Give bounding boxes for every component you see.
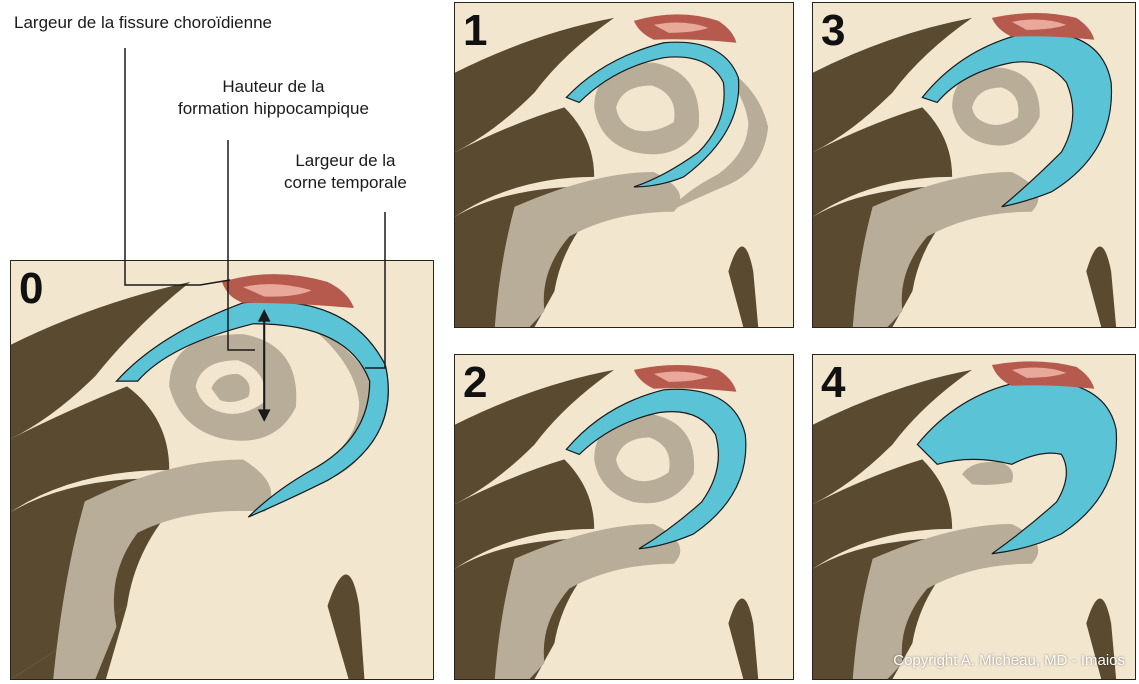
- panel-3-illustration: 3: [812, 2, 1136, 328]
- panel-2-illustration: 2: [454, 354, 794, 680]
- label-corne-line1: Largeur de la: [284, 150, 407, 172]
- hippocampus-drawing-3: [813, 3, 1135, 327]
- label-fissure-choroidienne: Largeur de la fissure choroïdienne: [14, 12, 272, 34]
- panel-0-illustration: 0: [10, 260, 434, 680]
- copyright-text: Copyright A. Micheau, MD - Imaios: [893, 652, 1125, 669]
- panel-number-2: 2: [463, 361, 487, 405]
- panel-number-0: 0: [19, 267, 43, 311]
- panel-number-1: 1: [463, 9, 487, 53]
- panel-number-4: 4: [821, 361, 845, 405]
- panel-number-3: 3: [821, 9, 845, 53]
- hippocampus-drawing-4: [813, 355, 1135, 679]
- label-largeur-corne: Largeur de la corne temporale: [284, 150, 407, 194]
- label-hauteur-line1: Hauteur de la: [178, 76, 369, 98]
- label-hauteur-formation: Hauteur de la formation hippocampique: [178, 76, 369, 120]
- label-corne-line2: corne temporale: [284, 172, 407, 194]
- hippocampus-drawing-1: [455, 3, 793, 327]
- label-hauteur-line2: formation hippocampique: [178, 98, 369, 120]
- hippocampus-drawing-0: [11, 261, 433, 679]
- hippocampus-drawing-2: [455, 355, 793, 679]
- panel-4-illustration: 4 Copyright A. Micheau, MD - Imaios: [812, 354, 1136, 680]
- panel-1-illustration: 1: [454, 2, 794, 328]
